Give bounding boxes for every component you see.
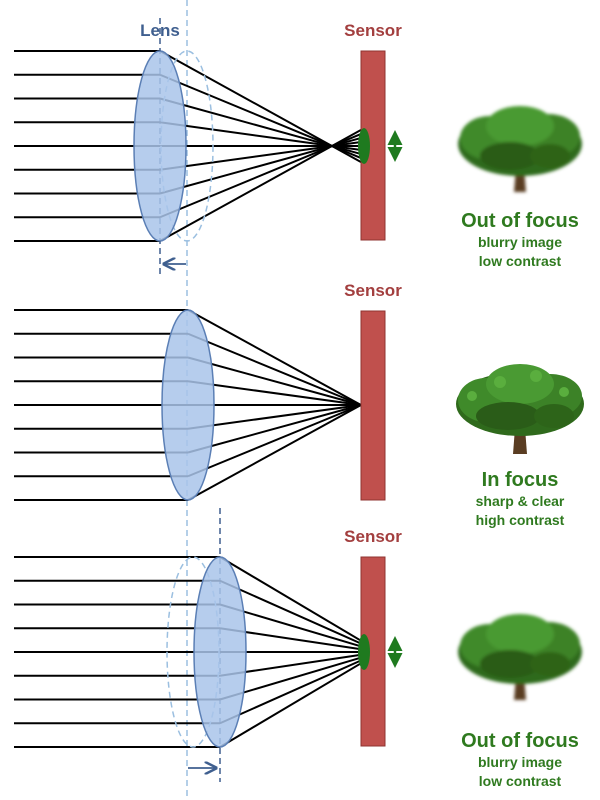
light-ray: [187, 356, 362, 406]
light-ray: [219, 579, 363, 645]
panel-in-focus: Sensor: [14, 281, 402, 501]
focus-state-title: Out of focus: [461, 210, 579, 232]
light-ray: [187, 404, 362, 501]
blur-spot: [358, 634, 370, 670]
panel-out-of-focus-bottom: Sensor: [14, 527, 403, 768]
light-ray: [159, 128, 363, 242]
light-ray: [187, 309, 362, 406]
focus-state-title: Out of focus: [461, 730, 579, 752]
sensor-label: Sensor: [344, 281, 402, 300]
focus-state-caption: Out of focus blurry image low contrast: [445, 209, 595, 271]
lens-label: Lens: [140, 21, 180, 40]
lens-ellipse: [193, 556, 247, 748]
light-ray: [219, 661, 363, 748]
light-rays: [14, 50, 363, 242]
sensor-bar: [360, 310, 386, 501]
sensor-label: Sensor: [344, 527, 402, 546]
tree-blurry-image: [458, 106, 582, 192]
contrast-line: low contrast: [478, 253, 562, 269]
light-ray: [187, 332, 362, 406]
focus-state-title: In focus: [481, 469, 559, 491]
panel-out-of-focus-top: Sensor: [14, 21, 403, 264]
sensor-label: Sensor: [344, 21, 402, 40]
light-ray: [187, 380, 362, 406]
lens-ellipse: [133, 50, 187, 242]
image-quality-line: blurry image: [477, 754, 563, 770]
lens-ellipse: [161, 309, 215, 501]
tree-sharp-image: [456, 364, 584, 454]
image-quality-line: blurry image: [477, 234, 563, 250]
light-ray: [187, 404, 362, 454]
image-quality-line: sharp & clear: [475, 493, 565, 509]
contrast-line: high contrast: [475, 512, 565, 528]
focus-state-caption: In focus sharp & clear high contrast: [445, 468, 595, 530]
light-ray: [187, 404, 362, 430]
light-ray: [187, 404, 362, 478]
focus-state-caption: Out of focus blurry image low contrast: [445, 729, 595, 791]
light-ray: [219, 556, 363, 643]
light-rays: [14, 556, 363, 748]
contrast-line: low contrast: [478, 773, 562, 789]
light-rays: [14, 309, 362, 501]
tree-blurry-image: [458, 614, 582, 700]
blur-spot: [358, 128, 370, 164]
light-ray: [219, 659, 363, 725]
